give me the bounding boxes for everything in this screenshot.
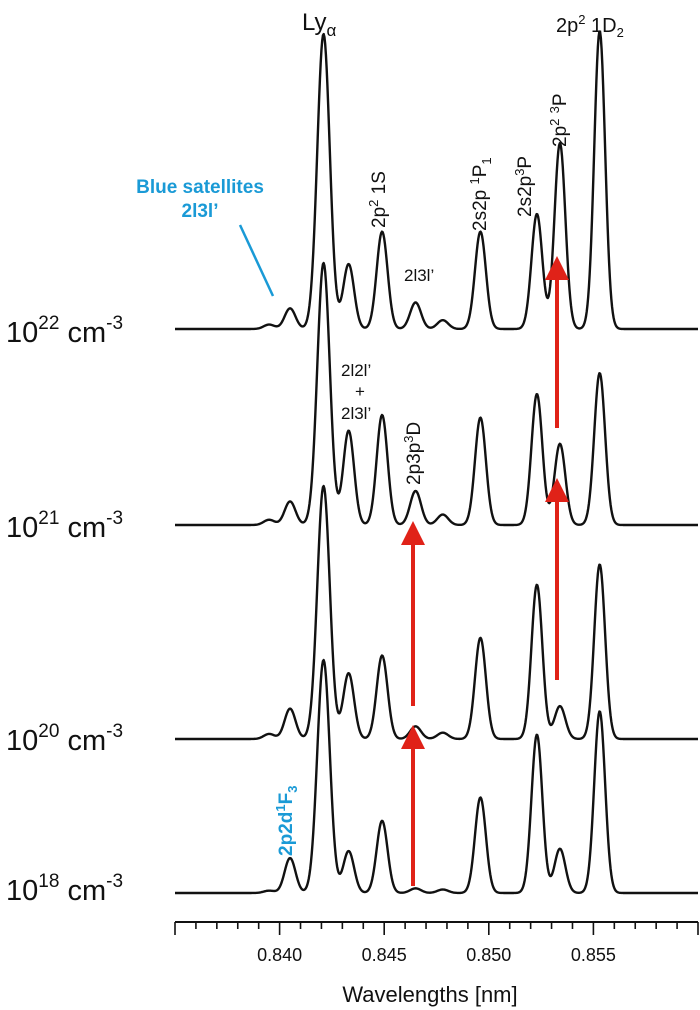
p2-3p-label: 2p2 3P: [547, 93, 571, 147]
spectrum-traces: [174, 30, 699, 895]
density-exp: 21: [38, 508, 59, 529]
density-base: 10: [6, 725, 38, 757]
x-axis-ticks: 0.840 0.845 0.850 0.855: [174, 922, 699, 965]
p3p-3d-label: 2p3p3D: [401, 422, 425, 485]
p2-1s-label: 2p2 1S: [366, 171, 390, 228]
spectrum-line-2: [174, 484, 699, 741]
p2d-1f-label: 2p2d1F3: [273, 786, 300, 856]
density-unit: cm: [67, 875, 106, 907]
density-unit: cm: [67, 512, 106, 544]
spectrum-line-1: [174, 261, 699, 527]
density-exp: 22: [38, 313, 59, 334]
s2p-3p-label: 2s2p3P: [512, 156, 536, 217]
spectrum-line-0: [174, 30, 699, 331]
blue-satellites-sub: 2l3l’: [182, 201, 219, 222]
density-exp: 18: [38, 871, 59, 892]
l2l-l3l-label: 2l3l’: [341, 404, 371, 423]
density-label-20: 1020 cm-3: [6, 721, 123, 757]
density-base: 10: [6, 512, 38, 544]
blue-satellites-label: Blue satellites: [136, 177, 264, 198]
spectrum-line-3: [174, 658, 699, 895]
d2-label: 2p2 1D2: [556, 12, 624, 40]
x-axis-label: Wavelengths [nm]: [342, 982, 517, 1007]
density-unit-exp: -3: [106, 721, 123, 742]
x-tick-label: 0.850: [466, 945, 511, 965]
blue-satellites-pointer: [238, 224, 275, 297]
density-label-18: 1018 cm-3: [6, 871, 123, 907]
x-tick-label: 0.855: [571, 945, 616, 965]
l2l-label: 2l2l’: [341, 361, 371, 380]
l3l-label: 2l3l’: [404, 266, 434, 285]
s2p-1p-label: 2s2p 1P1: [467, 157, 494, 231]
density-base: 10: [6, 317, 38, 349]
density-label-22: 1022 cm-3: [6, 313, 123, 349]
density-label-21: 1021 cm-3: [6, 508, 123, 544]
density-base: 10: [6, 875, 38, 907]
x-tick-label: 0.840: [257, 945, 302, 965]
plus-label: +: [355, 382, 365, 401]
density-unit: cm: [67, 725, 106, 757]
density-unit-exp: -3: [106, 313, 123, 334]
density-unit-exp: -3: [106, 871, 123, 892]
density-exp: 20: [38, 721, 59, 742]
ly-alpha-label: Lyα: [302, 9, 336, 40]
x-tick-label: 0.845: [362, 945, 407, 965]
density-unit: cm: [67, 317, 106, 349]
density-unit-exp: -3: [106, 508, 123, 529]
